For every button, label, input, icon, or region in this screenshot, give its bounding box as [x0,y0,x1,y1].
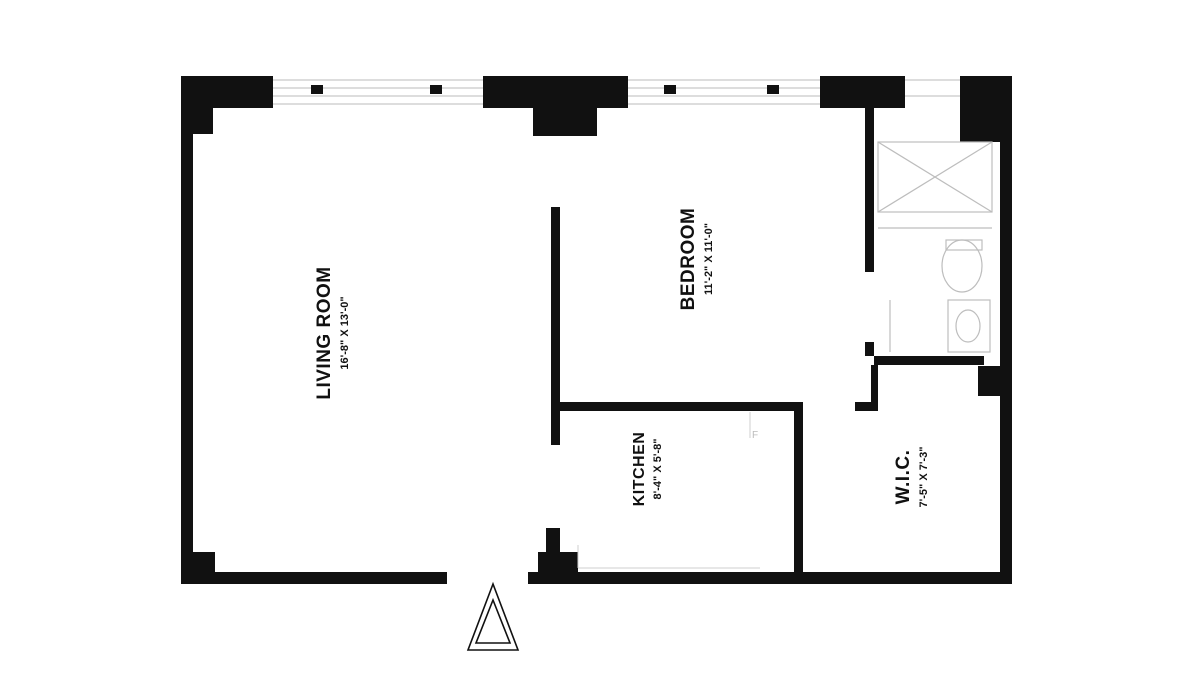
bedroom-name: BEDROOM [678,207,699,311]
kitchen-fixtures: F [577,412,760,569]
bedroom-dims: 11'-2" X 11'-0" [703,223,715,295]
wic-label: W.I.C. 7'-5" X 7'-3" [893,427,943,527]
svg-text:F: F [752,430,758,441]
kitchen-label: KITCHEN 8'-4" X 5'-8" [631,419,681,519]
bedroom-label: BEDROOM 11'-2" X 11'-0" [678,199,728,319]
living-room-name: LIVING ROOM [314,266,335,400]
toilet-icon [941,239,983,293]
interior-walls [538,108,984,578]
kitchen-name: KITCHEN [631,431,648,507]
kitchen-dims: 8'-4" X 5'-8" [652,438,664,500]
window-lines [273,79,960,105]
sink-icon [947,299,991,353]
bathroom-fixtures [877,141,993,353]
wic-dims: 7'-5" X 7'-3" [918,446,930,508]
window-mullions [311,85,779,94]
outer-walls [181,76,1012,584]
living-room-dims: 16'-8" X 13'-0" [339,296,351,370]
entry-triangle-icon [466,581,520,651]
living-room-label: LIVING ROOM 16'-8" X 13'-0" [314,253,364,413]
wic-name: W.I.C. [893,449,914,505]
shower-icon [877,141,993,213]
